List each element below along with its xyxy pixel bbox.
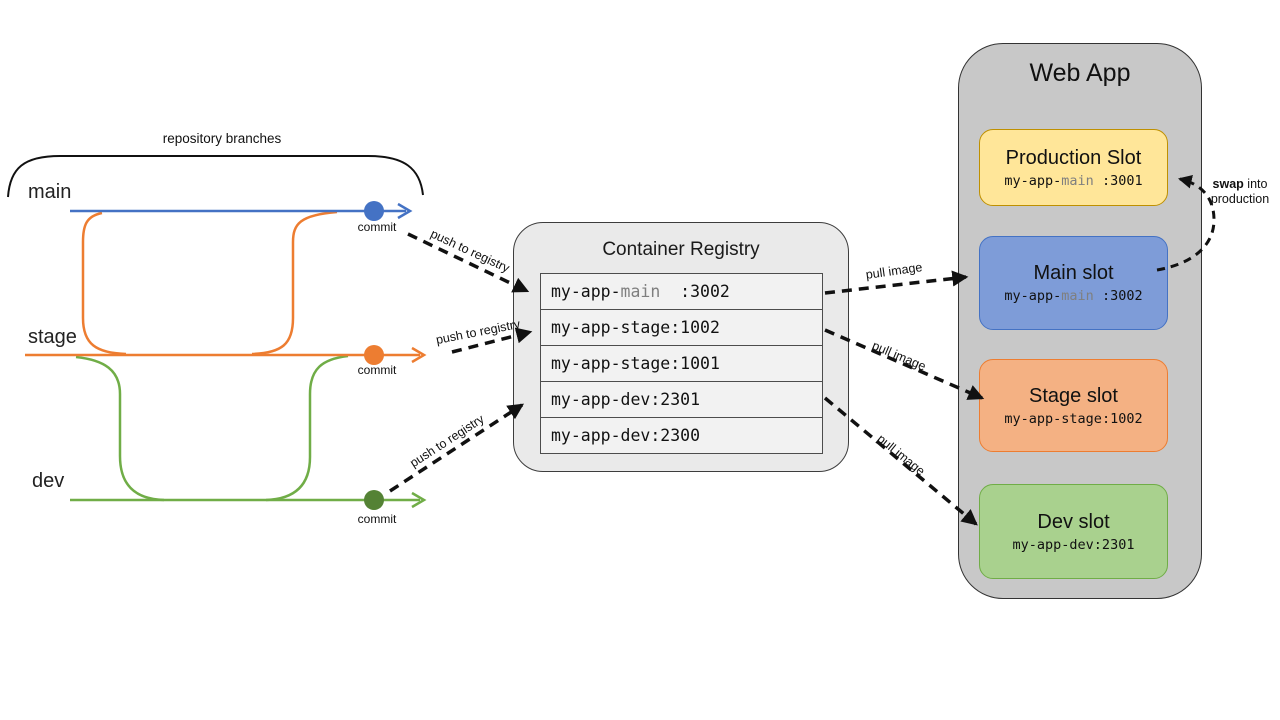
web-app-title: Web App: [1029, 59, 1131, 87]
branch-label-main: main: [28, 181, 72, 203]
pull-image-label-main: pull image: [864, 260, 924, 282]
main-slot: Main slot my-app-main :3002: [979, 236, 1168, 330]
swap-rest: into: [1243, 177, 1268, 191]
dev-branch-off-curve: [75, 355, 165, 502]
image-name: my-app-: [551, 282, 621, 301]
push-to-registry-label-main: push to registry: [428, 226, 512, 276]
swap-line2: production: [1210, 192, 1270, 206]
push-to-registry-label-dev: push to registry: [407, 411, 487, 471]
stage-slot: Stage slot my-app-stage:1002: [979, 359, 1168, 452]
stage-merge-curve: [251, 210, 338, 356]
commit-label-stage: commit: [357, 363, 397, 377]
stage-slot-title: Stage slot: [1029, 384, 1118, 407]
image-name: my-app-stage:1001: [551, 354, 720, 373]
image-branch: main: [1061, 172, 1094, 189]
pull-image-label-stage: pull image: [870, 338, 928, 374]
image-tag: :3002: [1093, 288, 1143, 304]
container-registry-title: Container Registry: [602, 239, 760, 260]
image-branch: main: [1061, 288, 1094, 304]
main-slot-image: my-app-main :3002: [1004, 287, 1142, 306]
commit-label-dev: commit: [357, 512, 397, 526]
swap-word: swap: [1212, 177, 1244, 191]
branch-label-dev: dev: [32, 470, 65, 492]
repository-branches-label: repository branches: [162, 131, 282, 146]
image-name: my-app-: [1004, 288, 1062, 304]
image-tag: :3001: [1093, 172, 1143, 189]
image-tag: :3002: [660, 282, 730, 301]
stage-branch-arrowhead: [411, 346, 427, 364]
dev-commit-dot: [364, 490, 384, 510]
stage-slot-image: my-app-stage:1002: [1004, 410, 1143, 427]
commit-label-main: commit: [357, 220, 397, 234]
main-branch-arrowhead: [397, 202, 413, 220]
container-registry-box: Container Registry my-app-main :3002 my-…: [513, 222, 849, 472]
image-name: my-app-: [1004, 172, 1062, 189]
stage-commit-dot: [364, 345, 384, 365]
registry-row-dev-2300: my-app-dev:2300: [541, 418, 822, 453]
dev-slot-title: Dev slot: [1037, 510, 1110, 533]
dev-merge-curve: [265, 354, 349, 502]
stage-branch-off-curve: [81, 211, 127, 356]
image-name: my-app-dev:2300: [551, 426, 701, 445]
push-to-registry-label-stage: push to registry: [434, 316, 522, 348]
dev-slot-image: my-app-dev:2301: [1012, 536, 1135, 553]
push-arrow-dev: [389, 403, 525, 493]
production-slot-title: Production Slot: [1005, 146, 1142, 169]
registry-image-list: my-app-main :3002 my-app-stage:1002 my-a…: [540, 273, 823, 454]
image-branch: main: [620, 282, 661, 301]
main-slot-title: Main slot: [1033, 262, 1114, 284]
image-name: my-app-stage:1002: [551, 318, 720, 337]
registry-row-main-3002: my-app-main :3002: [541, 274, 822, 310]
swap-into-production-label: swap into production: [1196, 177, 1280, 207]
registry-row-dev-2301: my-app-dev:2301: [541, 382, 822, 418]
image-name: my-app-dev:2301: [551, 390, 701, 409]
dev-slot: Dev slot my-app-dev:2301: [979, 484, 1168, 579]
production-slot: Production Slot my-app-main :3001: [979, 129, 1168, 206]
registry-row-stage-1002: my-app-stage:1002: [541, 310, 822, 346]
registry-row-stage-1001: my-app-stage:1001: [541, 346, 822, 382]
pull-image-label-dev: pull image: [874, 431, 928, 479]
main-commit-dot: [364, 201, 384, 221]
production-slot-image: my-app-main :3001: [1004, 172, 1142, 191]
dev-branch-arrowhead: [411, 491, 427, 509]
web-app-box: Web App Production Slot my-app-main :300…: [958, 43, 1202, 599]
branch-label-stage: stage: [28, 326, 77, 348]
